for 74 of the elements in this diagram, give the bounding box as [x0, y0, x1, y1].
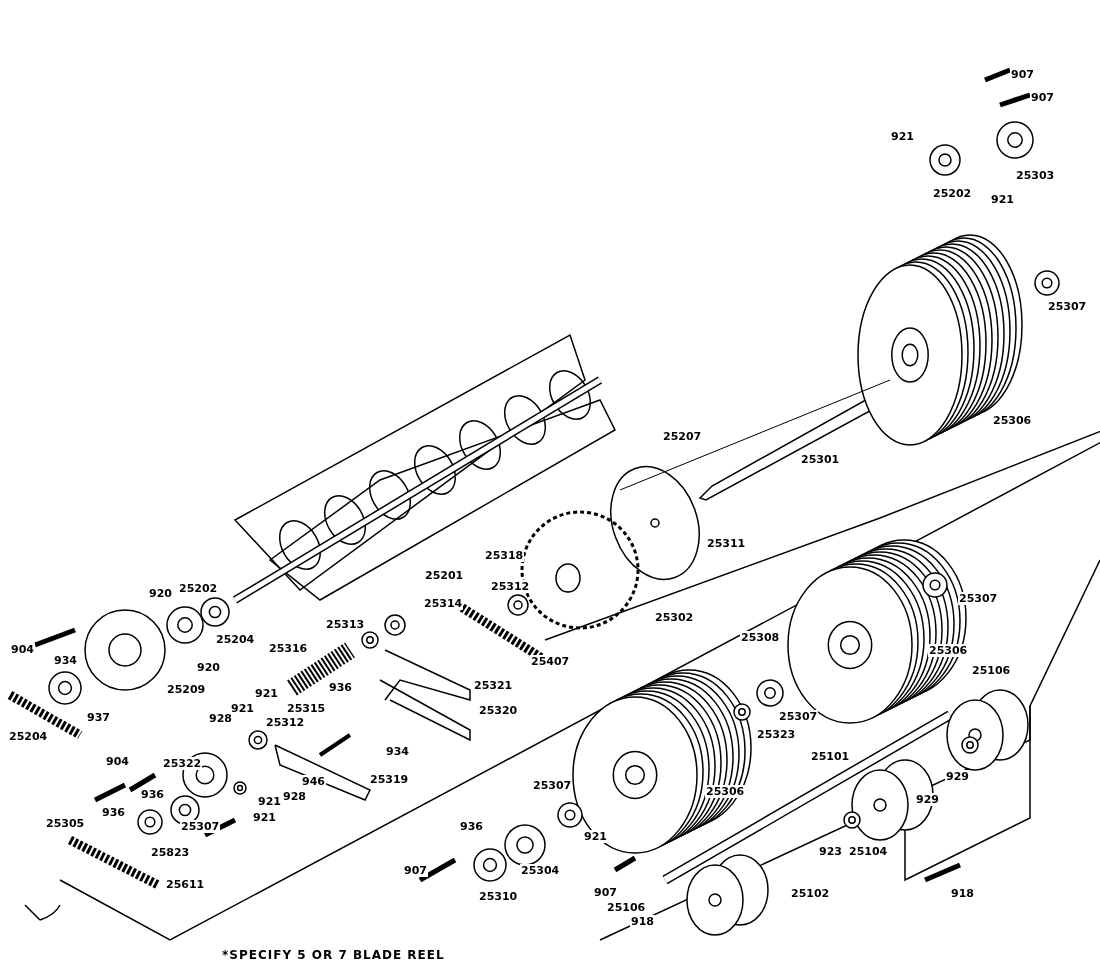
part-number: 25307 — [532, 779, 573, 792]
part-number: 25314 — [423, 597, 464, 610]
part-number: 923 — [818, 845, 843, 858]
part-number: 946 — [301, 775, 326, 788]
part-number: 907 — [403, 864, 428, 877]
part-number: 25302 — [654, 611, 695, 624]
part-number: 25204 — [215, 633, 256, 646]
part-number: 25106 — [606, 901, 647, 914]
part-number: 907 — [1030, 91, 1055, 104]
part-number: 25305 — [45, 817, 86, 830]
part-number: 25318 — [484, 549, 525, 562]
part-number: 920 — [196, 661, 221, 674]
part-number: 921 — [230, 702, 255, 715]
part-number: 25306 — [928, 644, 969, 657]
part-number: 25407 — [530, 655, 571, 668]
part-number: 25308 — [740, 631, 781, 644]
part-number: 25202 — [178, 582, 219, 595]
part-number: 25316 — [268, 642, 309, 655]
part-number: 920 — [148, 587, 173, 600]
part-number: 25306 — [705, 785, 746, 798]
part-number: 904 — [10, 643, 35, 656]
part-number: 25102 — [790, 887, 831, 900]
part-number: 921 — [252, 811, 277, 824]
part-number: 918 — [950, 887, 975, 900]
part-number: 25307 — [778, 710, 819, 723]
part-number: 921 — [583, 830, 608, 843]
part-number: 934 — [385, 745, 410, 758]
part-number: 25209 — [166, 683, 207, 696]
part-number: 25303 — [1015, 169, 1056, 182]
part-number: 25306 — [992, 414, 1033, 427]
part-number: 921 — [890, 130, 915, 143]
part-number: 25310 — [478, 890, 519, 903]
part-number: 907 — [593, 886, 618, 899]
part-number: 25301 — [800, 453, 841, 466]
part-number: 928 — [282, 790, 307, 803]
part-number: 25321 — [473, 679, 514, 692]
part-number: 25307 — [958, 592, 999, 605]
part-number: 921 — [990, 193, 1015, 206]
part-number: 25312 — [265, 716, 306, 729]
part-number: 25202 — [932, 187, 973, 200]
part-number: 921 — [254, 687, 279, 700]
part-number: 25304 — [520, 864, 561, 877]
part-number: 937 — [86, 711, 111, 724]
part-number: 25204 — [8, 730, 49, 743]
part-number: 25307 — [1047, 300, 1088, 313]
part-number: 907 — [1010, 68, 1035, 81]
part-number: 936 — [101, 806, 126, 819]
part-number: 25319 — [369, 773, 410, 786]
part-number: 936 — [140, 788, 165, 801]
part-number: 25323 — [756, 728, 797, 741]
part-number: 25322 — [162, 757, 203, 770]
part-number: 25320 — [478, 704, 519, 717]
part-number: 936 — [328, 681, 353, 694]
part-number: 25611 — [165, 878, 206, 891]
part-number: 928 — [208, 712, 233, 725]
part-number: 934 — [53, 654, 78, 667]
part-number: 25823 — [150, 846, 191, 859]
part-number: 904 — [105, 755, 130, 768]
part-number: 25101 — [810, 750, 851, 763]
part-number: 921 — [257, 795, 282, 808]
part-number: 25201 — [424, 569, 465, 582]
part-number: 25207 — [662, 430, 703, 443]
part-number: 929 — [915, 793, 940, 806]
part-number: 929 — [945, 770, 970, 783]
part-number: 25106 — [971, 664, 1012, 677]
part-number: 25104 — [848, 845, 889, 858]
part-number: 25313 — [325, 618, 366, 631]
caption: *SPECIFY 5 OR 7 BLADE REEL — [222, 948, 445, 962]
part-number: 25315 — [286, 702, 327, 715]
part-number: 918 — [630, 915, 655, 928]
part-number: 936 — [459, 820, 484, 833]
part-number: 25311 — [706, 537, 747, 550]
part-number: 25307 — [180, 820, 221, 833]
part-number: 25312 — [490, 580, 531, 593]
